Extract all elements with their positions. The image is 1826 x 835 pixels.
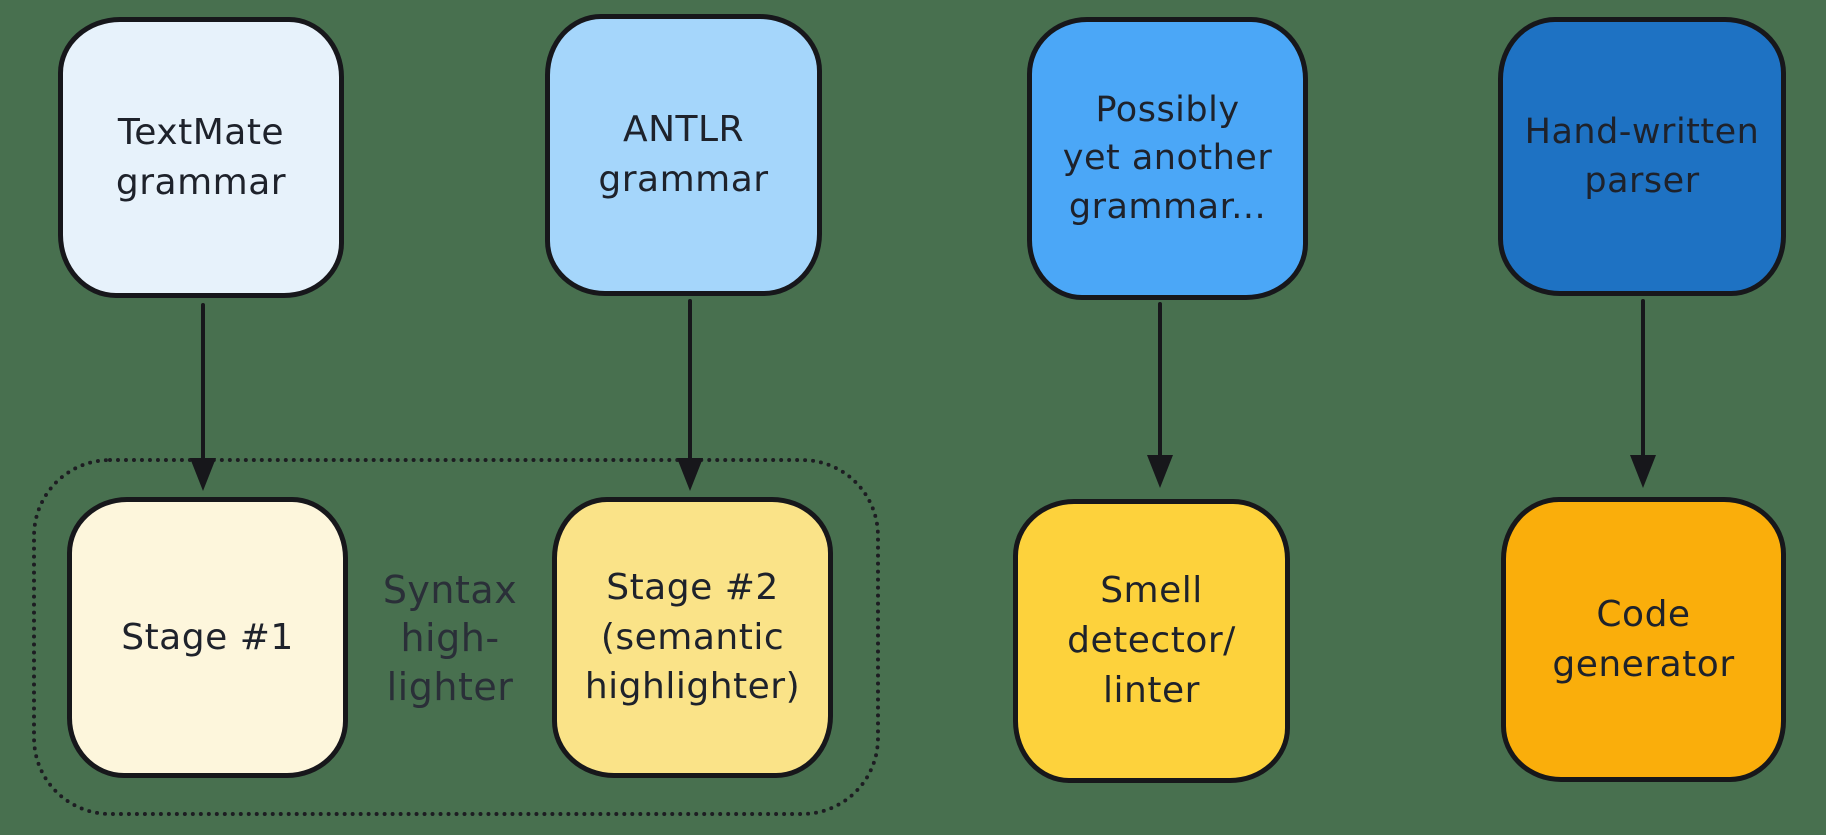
arrow-shaft (1158, 302, 1162, 458)
arrow-shaft (688, 299, 692, 461)
node-stage-1: Stage #1 (67, 497, 348, 778)
arrowhead-icon (1630, 455, 1656, 488)
node-code-generator: Code generator (1501, 497, 1786, 782)
node-smell-detector: Smell detector/ linter (1013, 499, 1290, 783)
arrowhead-icon (190, 458, 216, 491)
node-textmate-grammar: TextMate grammar (58, 17, 344, 298)
syntax-highlighter-group-label: Syntax high- lighter (382, 568, 518, 709)
arrow-shaft (1641, 299, 1645, 458)
node-hand-written-parser: Hand-written parser (1498, 17, 1786, 296)
node-stage-2: Stage #2 (semantic highlighter) (552, 497, 833, 778)
node-yet-another-grammar: Possibly yet another grammar... (1027, 17, 1308, 300)
syntax-highlighter-group (32, 458, 880, 816)
arrowhead-icon (677, 458, 703, 491)
node-antlr-grammar: ANTLR grammar (545, 14, 822, 296)
arrowhead-icon (1147, 455, 1173, 488)
arrow-shaft (201, 303, 205, 461)
